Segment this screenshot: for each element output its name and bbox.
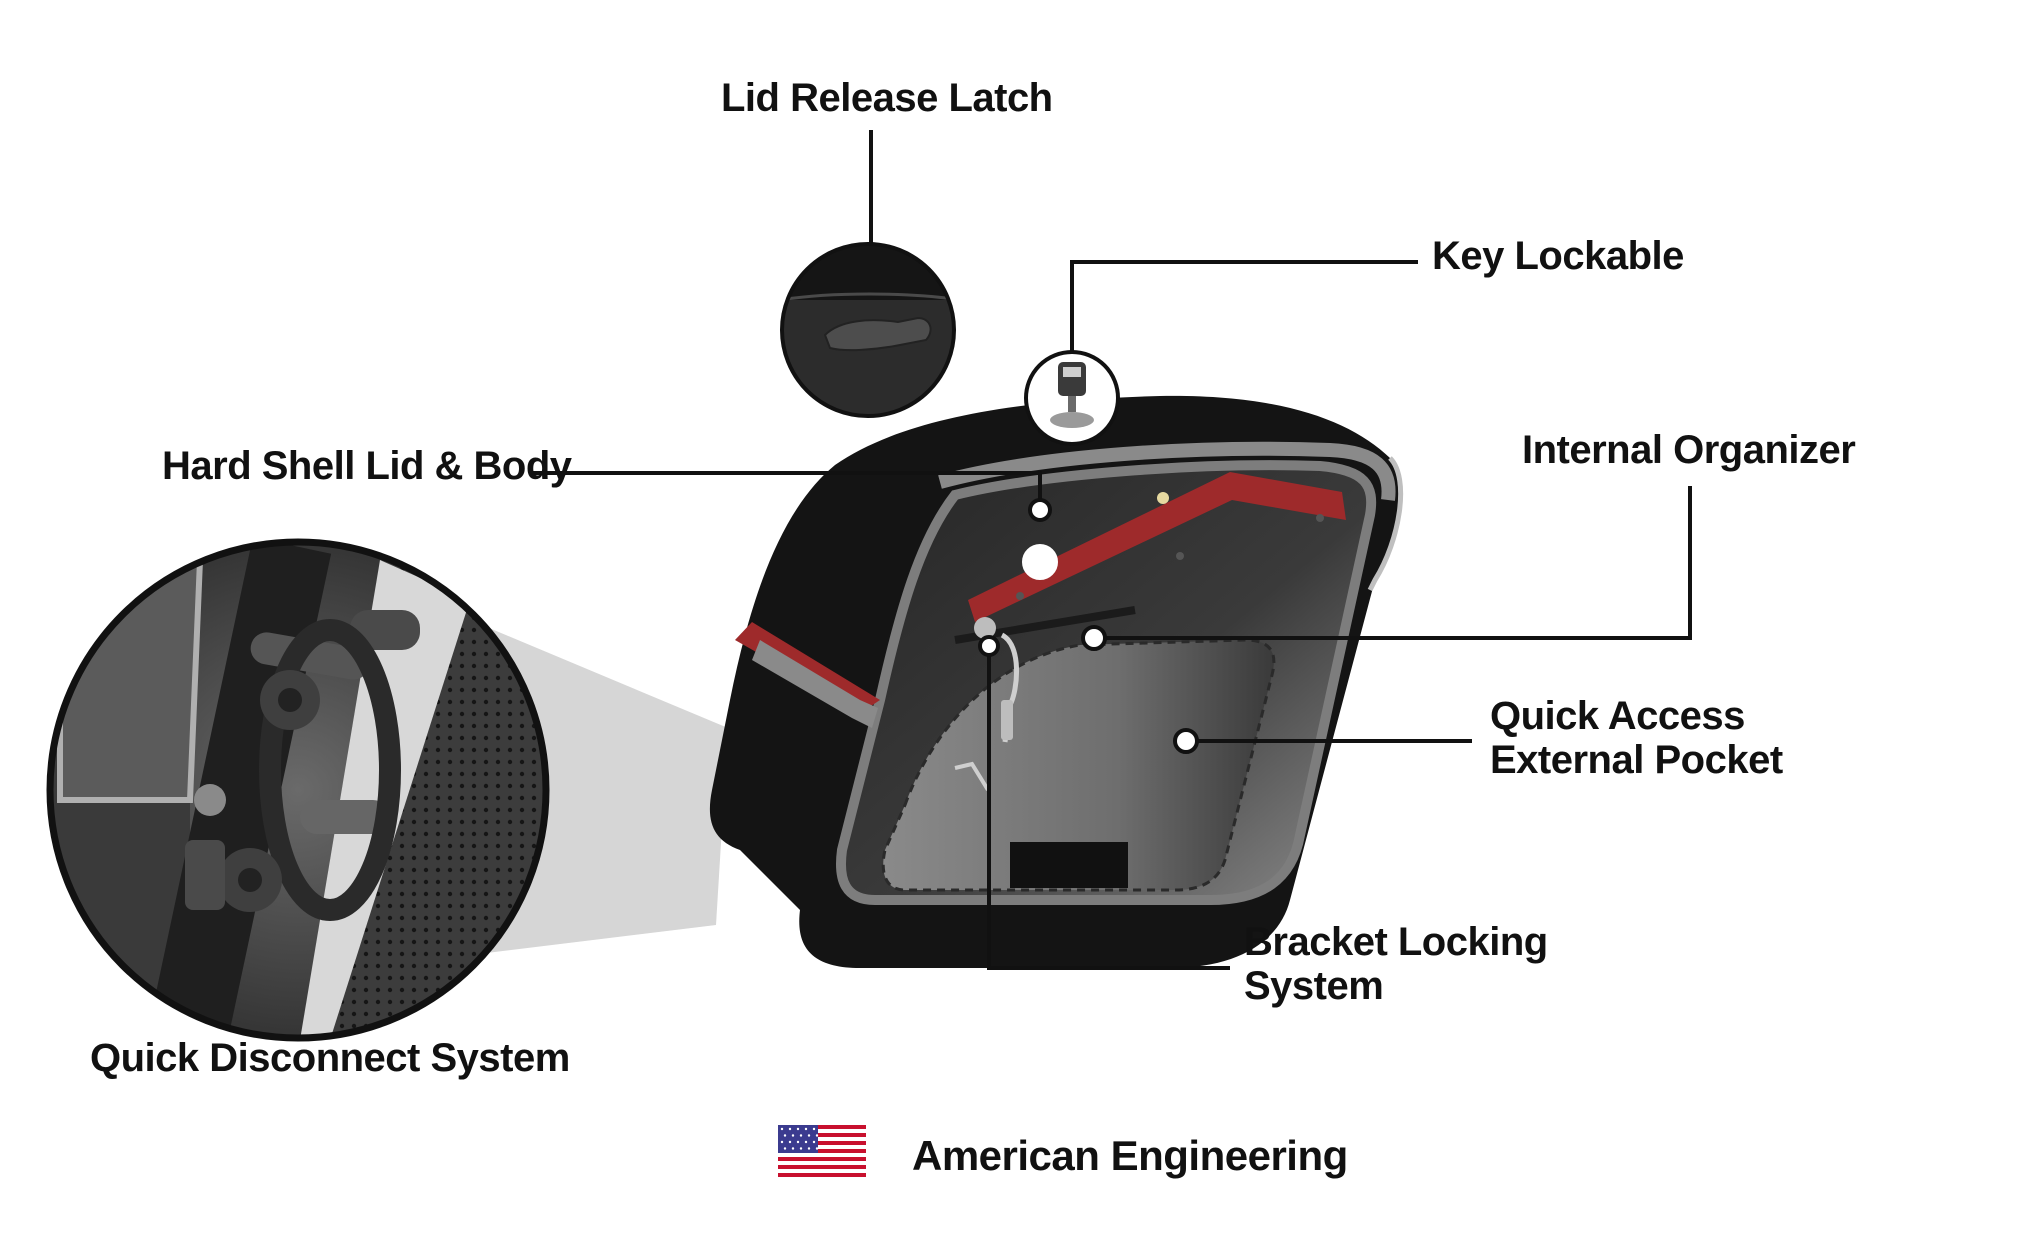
flag-star [812, 1140, 816, 1144]
flag-stripe [778, 1165, 866, 1169]
flag-stripe [778, 1157, 866, 1161]
flag-star [815, 1134, 819, 1137]
organizer-frame [968, 472, 1346, 622]
flag-stripe [778, 1149, 866, 1153]
flag-star [796, 1127, 800, 1131]
latch-icon [823, 316, 932, 352]
flag-stripe [778, 1145, 866, 1149]
label-bracket-locking: Bracket Locking System [1244, 920, 1548, 1008]
label-line: System [1244, 964, 1384, 1008]
flag-star [804, 1127, 808, 1131]
label-quick-disconnect: Quick Disconnect System [90, 1036, 570, 1080]
zipper-pull-icon [954, 761, 990, 792]
flag-stripe [778, 1161, 866, 1165]
quick-disconnect-zoom [46, 538, 550, 1042]
label-hard-shell: Hard Shell Lid & Body [162, 444, 572, 488]
lid-seam [938, 441, 1396, 501]
flag-star [783, 1134, 787, 1137]
flag-stripe [778, 1141, 866, 1145]
us-flag-icon [778, 1125, 866, 1177]
flag-star [780, 1140, 784, 1144]
flag-star [791, 1134, 795, 1137]
flag-star [807, 1147, 811, 1150]
label-line: External Pocket [1490, 738, 1783, 782]
flag-stripe [778, 1129, 866, 1133]
flag-star [804, 1140, 808, 1144]
saddlebag [709, 395, 1404, 969]
flag-star [788, 1140, 792, 1144]
flag-stripe [778, 1153, 866, 1157]
label-lid-release-latch: Lid Release Latch [721, 76, 1053, 120]
label-internal-organizer: Internal Organizer [1522, 428, 1856, 472]
label-key-lockable: Key Lockable [1432, 234, 1684, 278]
label-line: Bracket Locking [1244, 920, 1548, 964]
flag-stripe [778, 1133, 866, 1137]
flag-star [799, 1134, 803, 1137]
flag-star [796, 1140, 800, 1144]
flag-star [791, 1147, 795, 1150]
side-stripe-red [735, 622, 880, 712]
side-stripe-gray [752, 640, 878, 728]
key-lock-detail [1024, 350, 1120, 446]
flag-star [815, 1147, 819, 1150]
flag-star [799, 1147, 803, 1150]
flag-stripe [778, 1137, 866, 1141]
bag-label-patch [1010, 842, 1128, 888]
flag-stripe [778, 1125, 866, 1129]
label-quick-access-pocket: Quick Access External Pocket [1490, 694, 1783, 782]
flag-star [812, 1127, 816, 1131]
leader-lines [532, 130, 1692, 970]
label-line: Quick Access [1490, 694, 1745, 738]
flag-stripe [778, 1173, 866, 1177]
flag-star [807, 1134, 811, 1137]
key-icon [974, 617, 1019, 743]
flag-star [783, 1147, 787, 1150]
callout-dots [978, 498, 1199, 754]
latch-detail [780, 242, 956, 418]
label-american-engineering: American Engineering [912, 1132, 1348, 1179]
flag-star [788, 1127, 792, 1131]
flag-stripe [778, 1169, 866, 1173]
flag-star [780, 1127, 784, 1131]
external-pocket [883, 640, 1274, 890]
